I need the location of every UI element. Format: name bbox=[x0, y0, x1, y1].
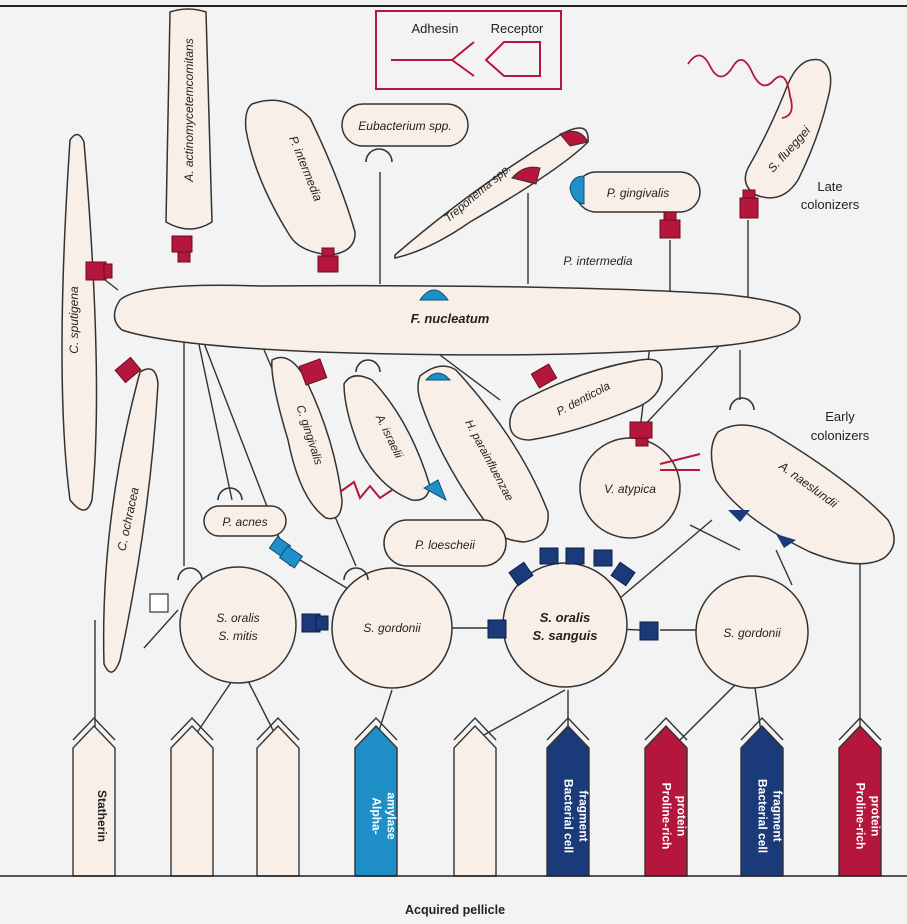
cell-h-parainfluenzae: H. parainfluenzae bbox=[418, 366, 548, 542]
legend-receptor-symbol bbox=[486, 42, 540, 76]
cell-s-gordonii-1: S. gordonii bbox=[332, 568, 452, 688]
label-v-atypica: V. atypica bbox=[604, 482, 656, 496]
label-eubacterium: Eubacterium spp. bbox=[358, 119, 451, 133]
cell-f-nucleatum: F. nucleatum bbox=[114, 285, 800, 355]
cell-eubacterium: Eubacterium spp. bbox=[342, 104, 468, 146]
pellicle-receptor-label: protein bbox=[869, 796, 883, 837]
pellicle-receptor-label: Proline-rich bbox=[660, 783, 674, 850]
label-f-nucleatum: F. nucleatum bbox=[411, 311, 490, 326]
cell-p-loescheii: P. loescheii bbox=[384, 520, 506, 566]
cell-c-sputigena: C. sputigena bbox=[62, 134, 97, 510]
label-s-oralis-mitis-2: S. mitis bbox=[218, 629, 257, 643]
label-p-acnes: P. acnes bbox=[222, 515, 267, 529]
cell-s-flueggei: S. flueggei bbox=[745, 60, 830, 198]
cell-a-naeslundii: A. naeslundii bbox=[711, 425, 894, 564]
legend: Adhesin Receptor bbox=[376, 11, 561, 89]
label-c-sputigena: C. sputigena bbox=[67, 286, 81, 354]
pellicle-receptor-5 bbox=[454, 718, 496, 876]
label-p-gingivalis: P. gingivalis bbox=[607, 186, 669, 200]
legend-receptor-label: Receptor bbox=[491, 21, 544, 36]
cell-treponema: Treponema spp. bbox=[395, 128, 588, 258]
s-flueggei-flagellum bbox=[688, 55, 792, 118]
late-colonizers-label: Late colonizers bbox=[801, 179, 860, 212]
cell-p-acnes: P. acnes bbox=[204, 506, 286, 536]
late-colonizers-line-1: Late bbox=[817, 179, 842, 194]
pellicle-receptor-label: Bacterial cell bbox=[756, 779, 770, 853]
label-s-gordonii-2: S. gordonii bbox=[723, 626, 781, 640]
label-a-actinomycetemcomitans: A. actinomycetemcomitans bbox=[182, 38, 196, 182]
cell-v-atypica: V. atypica bbox=[580, 438, 680, 538]
pellicle-receptor-label: amylase bbox=[385, 792, 399, 840]
cell-s-oralis-mitis: S. oralis S. mitis bbox=[180, 567, 296, 683]
cell-a-actinomycetemcomitans: A. actinomycetemcomitans bbox=[166, 9, 212, 229]
label-s-gordonii-1: S. gordonii bbox=[363, 621, 421, 635]
pellicle-receptor-label: Alpha- bbox=[370, 797, 384, 834]
pellicle-receptor-1: Statherin bbox=[73, 718, 115, 876]
pellicle-receptor-label: fragment bbox=[771, 790, 785, 841]
pellicle-receptor-label: Statherin bbox=[95, 790, 109, 842]
pellicle-receptor-2 bbox=[171, 718, 213, 876]
cell-p-intermedia-upper: P. intermedia bbox=[246, 100, 355, 255]
pellicle-receptor-label: Bacterial cell bbox=[562, 779, 576, 853]
pellicle-receptor-shape bbox=[454, 726, 496, 876]
early-colonizers-label: Early colonizers bbox=[811, 409, 870, 443]
pellicle-receptor-label: fragment bbox=[577, 790, 591, 841]
early-colonizers-line-2: colonizers bbox=[811, 428, 870, 443]
cell-p-gingivalis: P. gingivalis bbox=[576, 172, 700, 212]
pellicle-receptor-4: Alpha-amylase bbox=[355, 718, 399, 876]
pellicle-receptor-3 bbox=[257, 718, 299, 876]
pellicle-receptor-label: protein bbox=[675, 796, 689, 837]
label-s-oralis-sanguis-1: S. oralis bbox=[540, 610, 591, 625]
pellicle-receptor-shape bbox=[257, 726, 299, 876]
legend-adhesin-symbol bbox=[391, 42, 474, 76]
cell-s-gordonii-2: S. gordonii bbox=[696, 576, 808, 688]
cell-c-ochracea: C. ochracea bbox=[104, 369, 158, 672]
early-colonizers-line-1: Early bbox=[825, 409, 855, 424]
cell-a-israelii: A. israelii bbox=[344, 376, 430, 500]
late-colonizers-line-2: colonizers bbox=[801, 197, 860, 212]
pellicle-receptor-label: Proline-rich bbox=[854, 783, 868, 850]
label-s-oralis-sanguis-2: S. sanguis bbox=[532, 628, 597, 643]
label-s-oralis-mitis-1: S. oralis bbox=[216, 611, 259, 625]
acquired-pellicle-label: Acquired pellicle bbox=[405, 903, 505, 917]
legend-adhesin-label: Adhesin bbox=[412, 21, 459, 36]
label-p-loescheii: P. loescheii bbox=[415, 538, 475, 552]
label-p-intermedia-free: P. intermedia bbox=[563, 254, 632, 268]
pellicle-receptor-shape bbox=[171, 726, 213, 876]
